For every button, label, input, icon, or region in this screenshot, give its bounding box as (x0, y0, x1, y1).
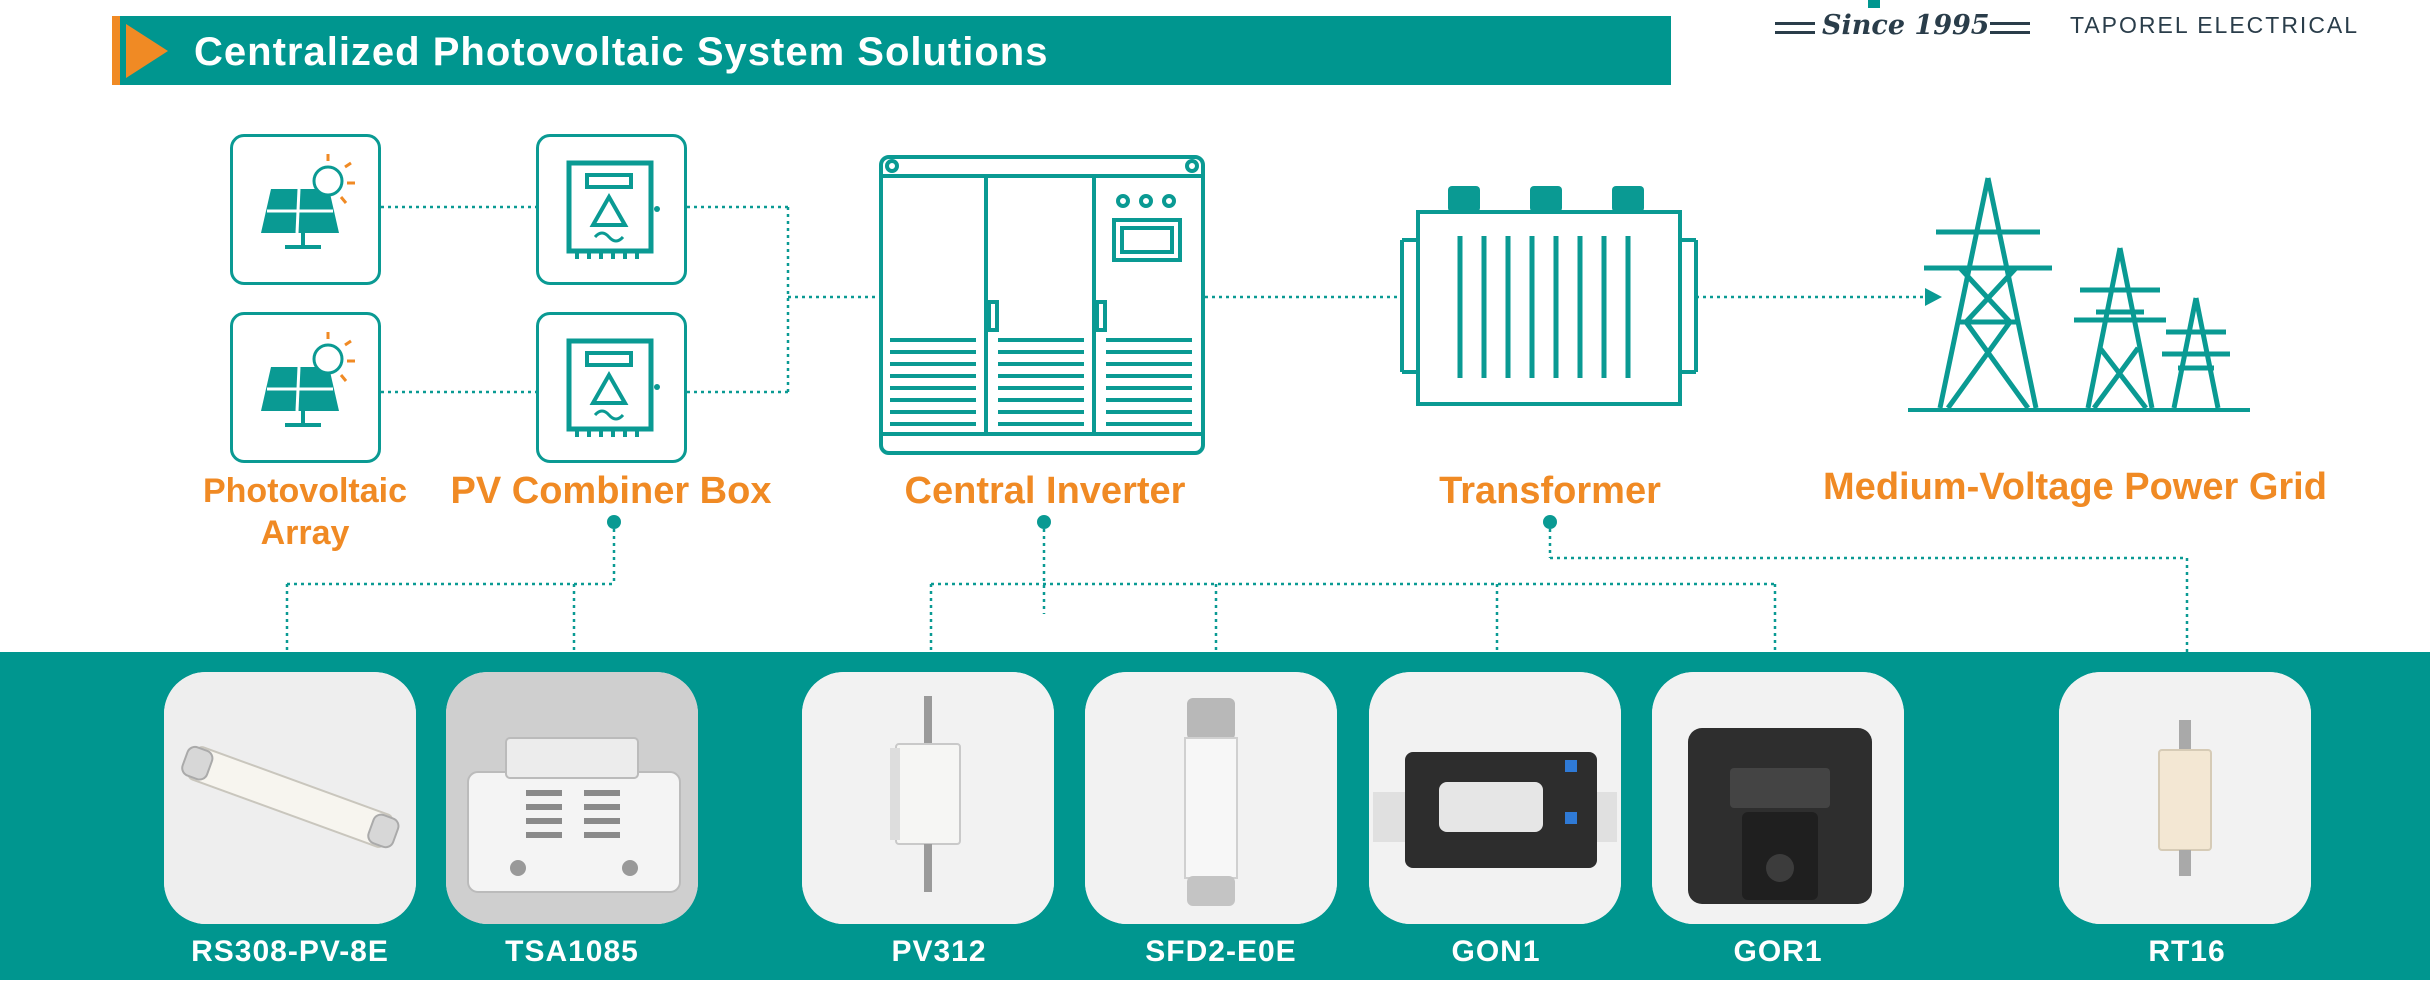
product-card-tsa1085[interactable] (446, 672, 698, 924)
connector-lines (285, 205, 2189, 652)
header-bar (115, 16, 1671, 85)
product-card-rs308[interactable] (164, 672, 416, 924)
product-label-gor1: GOR1 (1733, 935, 1823, 968)
product-card-sfd2[interactable] (1085, 672, 1337, 924)
logo-company-name: TAPOREL ELECTRICAL (2070, 12, 2360, 38)
logo-mark-fragment (1868, 0, 1880, 8)
central-inverter-icon (879, 155, 1205, 455)
product-card-rt16[interactable] (2059, 672, 2311, 924)
solar-panel-icon (261, 332, 355, 427)
solar-panel-icon (261, 154, 355, 249)
stage-label-pv-array: Photovoltaic Array (190, 470, 420, 554)
product-label-rs308: RS308-PV-8E (191, 935, 389, 968)
power-tower-icon (1908, 177, 2250, 412)
nh-fuse-ivory-icon (2059, 672, 2311, 924)
logo-rule-right-bottom (1990, 31, 2030, 34)
combiner-box-icon (566, 338, 660, 437)
current-sensor-icon (1369, 672, 1621, 924)
stage-label-pv-array-line2: Array (260, 514, 350, 552)
stage-label-grid: Medium-Voltage Power Grid (1823, 466, 2327, 508)
pv-array-node-top (230, 134, 381, 285)
combiner-connector-dot (609, 517, 619, 527)
product-card-gon1[interactable] (1369, 672, 1621, 924)
product-label-pv312: PV312 (891, 935, 987, 968)
transformer-connector-dot (1545, 517, 1555, 527)
pv-fuse-icon (164, 672, 416, 924)
logo-since: Since 1995 (1822, 10, 1990, 41)
stage-label-pv-array-line1: Photovoltaic (202, 472, 408, 510)
cylindrical-fuse-icon (1085, 672, 1337, 924)
transformer-icon (1400, 186, 1698, 406)
logo-rule-left-bottom (1775, 31, 1815, 34)
product-label-tsa1085: TSA1085 (505, 935, 639, 968)
fuse-base-icon (446, 672, 698, 924)
product-card-pv312[interactable] (802, 672, 1054, 924)
product-label-gon1: GON1 (1451, 935, 1541, 968)
product-label-rt16: RT16 (2148, 935, 2226, 968)
current-sensor-black-icon (1652, 672, 1904, 924)
page-title: Centralized Photovoltaic System Solution… (194, 30, 1049, 74)
play-triangle-icon (126, 24, 168, 78)
pv-array-node-bottom (230, 312, 381, 463)
combiner-box-icon (566, 160, 660, 259)
product-label-sfd2: SFD2-E0E (1145, 935, 1297, 968)
header-accent-stripe (112, 16, 120, 85)
logo-rule-right-top (1990, 22, 2030, 25)
combiner-node-bottom (536, 312, 687, 463)
nh-fuse-icon (802, 672, 1054, 924)
combiner-node-top (536, 134, 687, 285)
inverter-connector-dot (1039, 517, 1049, 527)
stage-label-inverter: Central Inverter (904, 470, 1186, 512)
stage-label-combiner: PV Combiner Box (450, 470, 772, 512)
logo-rule-left-top (1775, 22, 1815, 25)
stage-label-transformer: Transformer (1439, 470, 1661, 512)
product-card-gor1[interactable] (1652, 672, 1904, 924)
